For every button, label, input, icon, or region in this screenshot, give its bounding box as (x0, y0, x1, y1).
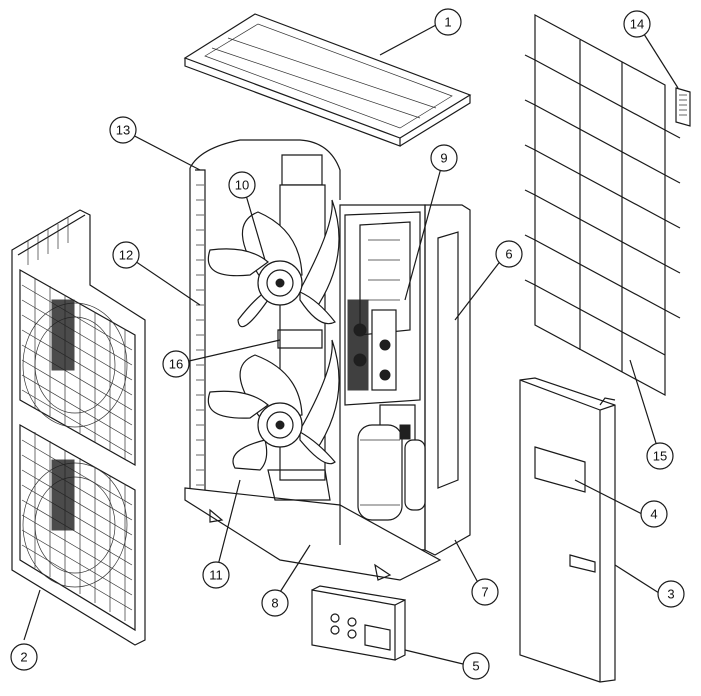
callout-label: 5 (472, 659, 479, 674)
callout-11: 11 (202, 561, 230, 589)
upper-fan (207, 199, 340, 328)
callout-7: 7 (471, 578, 499, 606)
top-panel (183, 13, 472, 147)
callout-label: 4 (650, 507, 657, 522)
side-service-panel (519, 377, 616, 683)
callout-label: 8 (271, 596, 278, 611)
callout-4: 4 (640, 500, 668, 528)
rear-wire-guard (524, 13, 681, 397)
compressor (357, 404, 426, 521)
callout-label: 15 (653, 449, 667, 464)
callout-label: 7 (481, 585, 488, 600)
callout-3: 3 (657, 580, 685, 608)
callout-13: 13 (109, 116, 137, 144)
callout-6: 6 (495, 240, 523, 268)
callout-label: 9 (440, 151, 447, 166)
callout-label: 14 (630, 17, 644, 32)
callout-label: 12 (119, 248, 133, 263)
callout-1: 1 (434, 8, 462, 36)
front-grille-panel (11, 209, 146, 646)
callout-12: 12 (112, 241, 140, 269)
unit-chassis (184, 139, 471, 581)
callout-8: 8 (261, 589, 289, 617)
callout-2: 2 (10, 643, 38, 671)
lower-fan (207, 339, 340, 471)
callout-label: 2 (20, 650, 27, 665)
callout-label: 3 (667, 587, 674, 602)
control-board-assembly (347, 221, 411, 391)
callout-10: 10 (228, 171, 256, 199)
callout-label: 11 (209, 568, 223, 583)
terminal-cover (311, 585, 406, 661)
callout-16: 16 (162, 350, 190, 378)
callout-label: 16 (169, 357, 183, 372)
callout-label: 6 (505, 247, 512, 262)
callout-14: 14 (623, 10, 651, 38)
callout-label: 10 (235, 178, 249, 193)
callout-5: 5 (462, 652, 490, 680)
callout-label: 1 (444, 15, 451, 30)
small-bracket (675, 87, 691, 127)
callout-9: 9 (430, 144, 458, 172)
callout-label: 13 (116, 123, 130, 138)
callout-15: 15 (646, 442, 674, 470)
